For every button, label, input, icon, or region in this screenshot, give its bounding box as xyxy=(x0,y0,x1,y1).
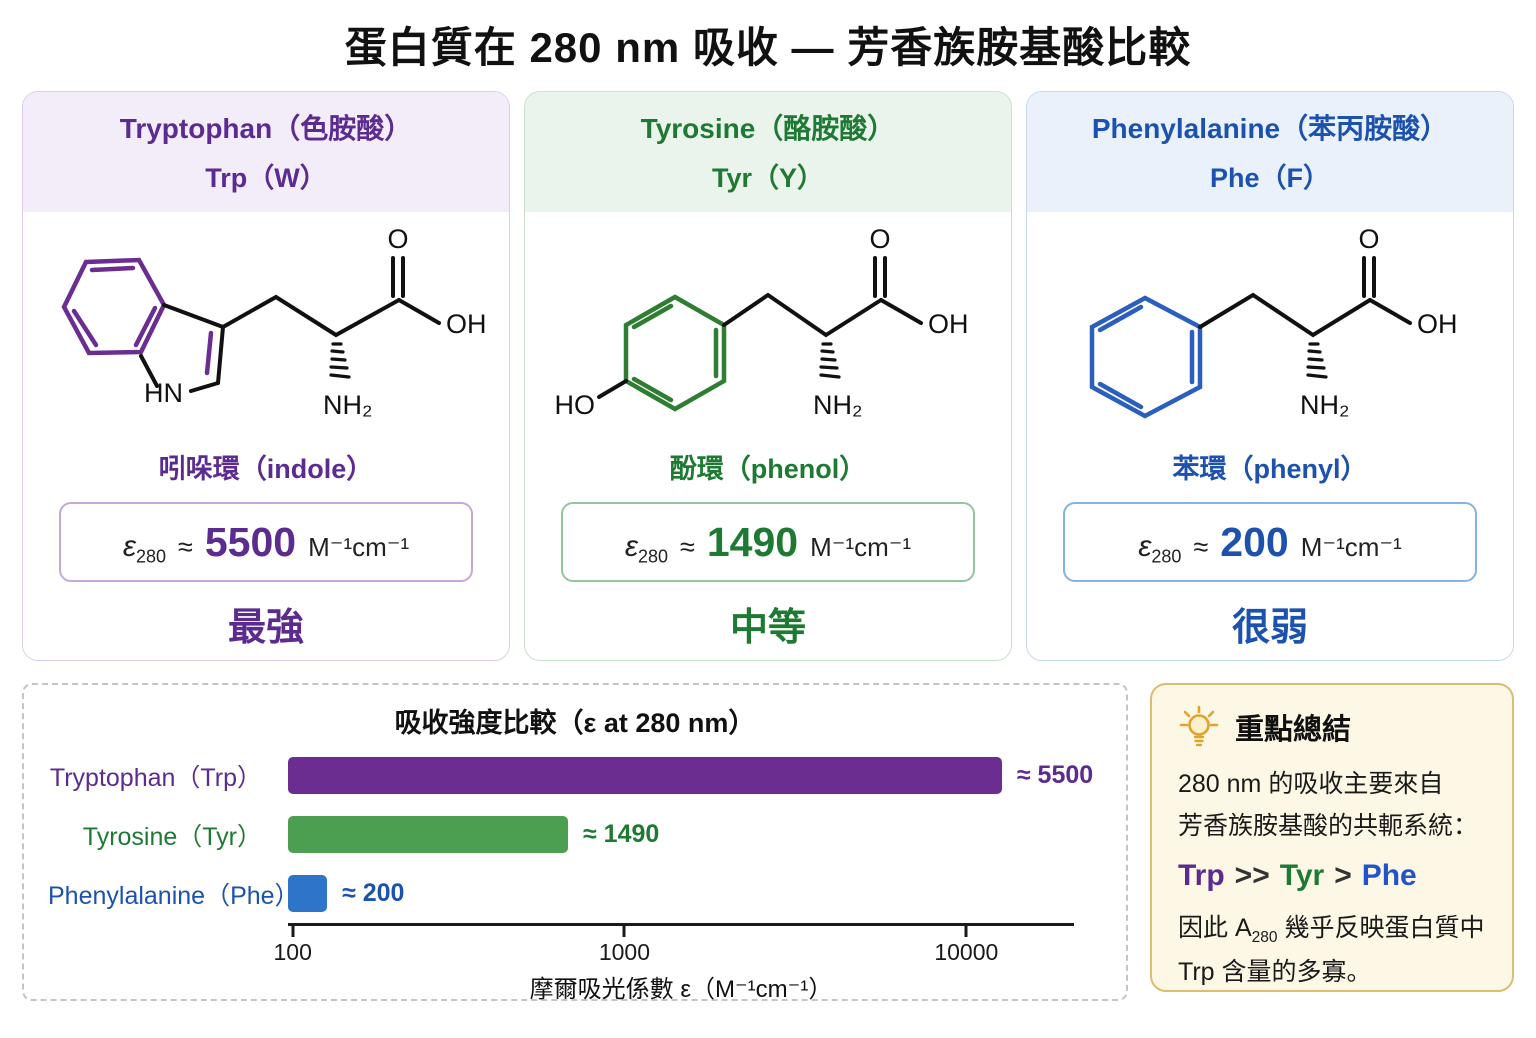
rank-trp: Trp xyxy=(1178,859,1225,892)
tyr-structure: O OH HO NH₂ xyxy=(525,220,1011,435)
summary-title-row: 重點總結 xyxy=(1178,705,1486,749)
trp-atom-o: O xyxy=(387,224,408,254)
summary-body: 280 nm 的吸收主要來自 芳香族胺基酸的共軛系統： Trp >> Tyr > Phe… xyxy=(1178,763,1486,993)
bar-label-trp: Tryptophan（Trp） xyxy=(49,763,262,792)
chart-title: 吸收強度比較（ε at 280 nm） xyxy=(394,708,756,738)
bar-row-phe: Phenylalanine（Phe） ≈ 200 xyxy=(48,864,1102,923)
strength-label: 中等 xyxy=(729,607,806,650)
summary-line-3-post: 幾乎反映蛋白質中 xyxy=(1277,914,1485,943)
x-axis-label-1000: 1000 xyxy=(598,939,650,965)
epsilon-box: ε280 ≈1490 M⁻¹cm⁻¹ xyxy=(561,502,975,583)
epsilon-symbol: ε xyxy=(624,530,638,563)
phe-atom-nh2: NH₂ xyxy=(1300,390,1349,420)
bar-value-trp: ≈ 5500 xyxy=(1016,761,1094,789)
rank-separator-2: > xyxy=(1334,859,1352,892)
phe-structure-svg: O OH NH₂ xyxy=(1089,224,1458,420)
x-axis-tick-100 xyxy=(291,926,295,937)
summary-title: 重點總結 xyxy=(1235,714,1352,746)
trp-structure-svg: O OH HN NH₂ xyxy=(61,224,487,420)
x-axis-label-10000: 10000 xyxy=(934,939,999,965)
x-axis: 100 1000 10000 xyxy=(274,923,1074,969)
x-axis-tick-10000 xyxy=(964,926,968,937)
ring-label: 苯環（phenyl） xyxy=(1172,454,1368,484)
card-phenylalanine: Phenylalanine（苯丙胺酸） Phe（F） xyxy=(1026,91,1514,661)
tyr-atom-o: O xyxy=(869,224,890,254)
tyr-structure-svg: O OH HO NH₂ xyxy=(555,224,969,420)
card-tyrosine: Tyrosine（酪胺酸） Tyr（Y） xyxy=(524,91,1012,661)
epsilon-box: ε280 ≈200 M⁻¹cm⁻¹ xyxy=(1063,502,1477,583)
card-phenylalanine-header: Phenylalanine（苯丙胺酸） Phe（F） xyxy=(1027,92,1513,212)
card-tryptophan-header: Tryptophan（色胺酸） Trp（W） xyxy=(23,92,509,212)
tyr-atom-nh2: NH₂ xyxy=(813,390,862,420)
bar-trp xyxy=(288,757,1002,794)
card-abbr: Trp（W） xyxy=(205,163,327,193)
x-axis-tick-1000 xyxy=(622,926,626,937)
rank-separator-1: >> xyxy=(1234,859,1270,892)
epsilon-value: 5500 xyxy=(204,519,297,565)
tyr-atom-ho: HO xyxy=(555,390,596,420)
summary-line-3-sub: 280 xyxy=(1251,929,1278,947)
epsilon-value: 200 xyxy=(1220,519,1289,565)
bar-track: ≈ 200 xyxy=(288,875,1102,912)
trp-atom-nh2: NH₂ xyxy=(323,390,372,420)
tyr-atom-oh: OH xyxy=(928,309,969,339)
card-title: Tyrosine（酪胺酸） xyxy=(640,113,896,144)
card-abbr: Tyr（Y） xyxy=(711,163,825,193)
card-title: Tryptophan（色胺酸） xyxy=(119,113,413,144)
bar-tyr xyxy=(288,816,569,853)
bar-phe xyxy=(288,875,328,912)
strength-label: 最強 xyxy=(227,607,304,650)
amino-acid-cards: Tryptophan（色胺酸） Trp（W） xyxy=(22,91,1514,661)
bar-label-tyr: Tyrosine（Tyr） xyxy=(82,822,262,851)
ring-label: 酚環（phenol） xyxy=(669,454,867,484)
approx-sign: ≈ xyxy=(1193,532,1209,562)
card-tryptophan: Tryptophan（色胺酸） Trp（W） xyxy=(22,91,510,661)
trp-atom-hn: HN xyxy=(144,378,183,408)
x-axis-title: 摩爾吸光係數 ε（M⁻¹cm⁻¹） xyxy=(529,976,833,1003)
phe-structure: O OH NH₂ xyxy=(1027,220,1513,435)
rank-tyr: Tyr xyxy=(1279,859,1325,892)
epsilon-unit: M⁻¹cm⁻¹ xyxy=(1300,532,1402,562)
approx-sign: ≈ xyxy=(178,532,193,562)
bar-label-phe: Phenylalanine（Phe） xyxy=(48,881,300,910)
ring-label: 吲哚環（indole） xyxy=(158,454,374,484)
epsilon-symbol: ε xyxy=(1138,530,1152,563)
x-axis-label-100: 100 xyxy=(273,939,312,965)
bar-row-trp: Tryptophan（Trp） ≈ 5500 xyxy=(48,746,1102,805)
summary-rank-line: Trp >> Tyr > Phe xyxy=(1178,851,1486,901)
summary-line-1: 280 nm 的吸收主要來自 xyxy=(1178,770,1444,798)
epsilon-symbol: ε xyxy=(122,530,136,563)
approx-sign: ≈ xyxy=(680,532,695,562)
epsilon-subscript: 280 xyxy=(136,546,167,567)
bar-value-phe: ≈ 200 xyxy=(342,879,405,907)
phe-atom-o: O xyxy=(1358,224,1379,254)
bar-value-tyr: ≈ 1490 xyxy=(583,820,660,848)
epsilon-unit: M⁻¹cm⁻¹ xyxy=(810,532,912,562)
epsilon-subscript: 280 xyxy=(1151,546,1182,567)
lightbulb-icon xyxy=(1179,705,1219,747)
epsilon-unit: M⁻¹cm⁻¹ xyxy=(308,532,410,562)
bar-row-tyr: Tyrosine（Tyr） ≈ 1490 xyxy=(48,805,1102,864)
epsilon-subscript: 280 xyxy=(638,546,669,567)
card-tyrosine-header: Tyrosine（酪胺酸） Tyr（Y） xyxy=(525,92,1011,212)
page-title: 蛋白質在 280 nm 吸收 — 芳香族胺基酸比較 xyxy=(344,24,1192,71)
bar-track: ≈ 1490 xyxy=(288,816,1102,853)
rank-phe: Phe xyxy=(1361,859,1417,892)
summary-panel: 重點總結 280 nm 的吸收主要來自 芳香族胺基酸的共軛系統： Trp >> Ty… xyxy=(1150,683,1514,992)
summary-line-4: Trp 含量的多寡。 xyxy=(1178,958,1372,987)
epsilon-value: 1490 xyxy=(706,519,799,565)
trp-atom-oh: OH xyxy=(446,309,487,339)
summary-line-3-pre: 因此 A xyxy=(1178,914,1252,943)
summary-line-2: 芳香族胺基酸的共軛系統： xyxy=(1178,812,1479,840)
epsilon-box: ε280 ≈5500 M⁻¹cm⁻¹ xyxy=(59,502,473,583)
bottom-row: 吸收強度比較（ε at 280 nm） Tryptophan（Trp） ≈ 55… xyxy=(22,683,1514,1003)
summary-line-3: 因此 A280 幾乎反映蛋白質中 xyxy=(1178,907,1486,951)
absorbance-bar-chart: 吸收強度比較（ε at 280 nm） Tryptophan（Trp） ≈ 55… xyxy=(22,683,1128,1003)
bar-track: ≈ 5500 xyxy=(288,757,1102,794)
strength-label: 很弱 xyxy=(1231,607,1308,650)
card-abbr: Phe（F） xyxy=(1209,163,1330,193)
trp-structure: O OH HN NH₂ xyxy=(23,220,509,435)
card-title: Phenylalanine（苯丙胺酸） xyxy=(1091,113,1449,144)
phe-atom-oh: OH xyxy=(1417,309,1458,339)
